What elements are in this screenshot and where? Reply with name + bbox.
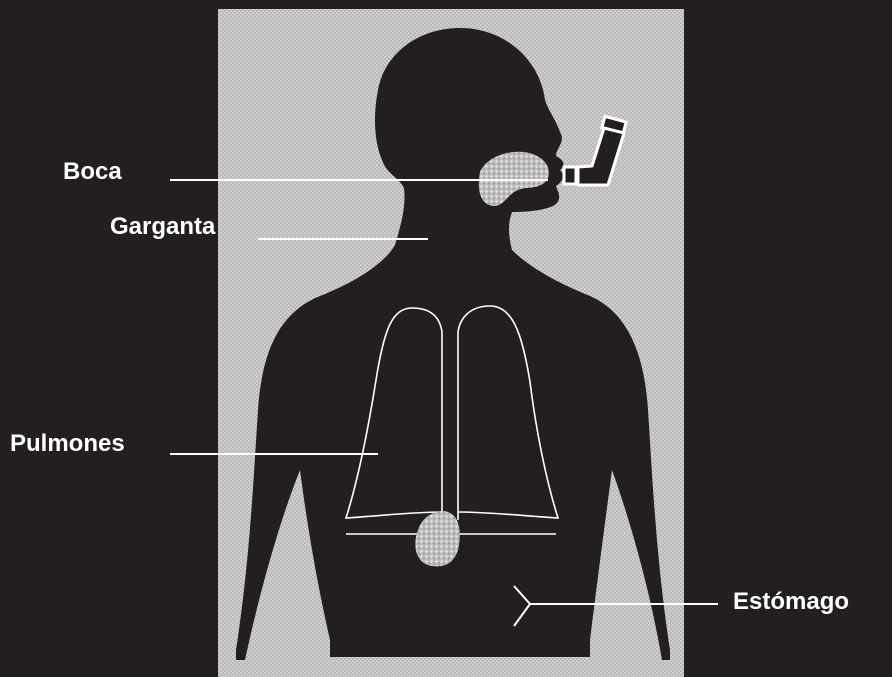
stomach-label: Estómago	[733, 590, 849, 614]
mouth-label: Boca	[63, 160, 122, 184]
lungs-label: Pulmones	[10, 432, 125, 456]
throat-label: Garganta	[110, 215, 215, 239]
